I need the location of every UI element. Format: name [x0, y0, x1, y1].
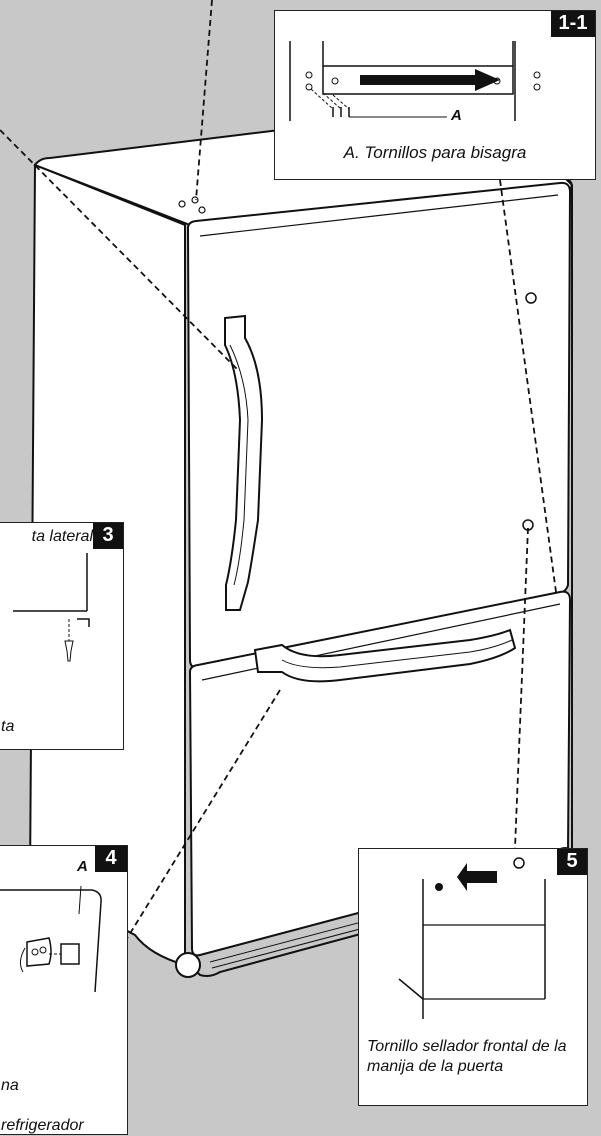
- upper-door-handle: [224, 314, 264, 611]
- end-cap-illustration: [0, 885, 102, 992]
- panel-3: ta lateral 3 ta: [0, 522, 124, 750]
- marker-a: A: [451, 107, 462, 124]
- panel-1-1: A 1-1 A. Tornillos para bisagra: [274, 10, 596, 180]
- step-badge: 1-1: [551, 11, 595, 37]
- step-badge: 3: [93, 523, 123, 549]
- hole-upper-1: [525, 292, 537, 304]
- freezer-drawer-handle: [253, 628, 517, 683]
- panel-caption-bottom: ta: [1, 718, 15, 735]
- sealing-screw-illustration: [398, 857, 546, 1019]
- screw-hole-filled: [435, 883, 443, 891]
- screw-hole-open: [513, 857, 525, 869]
- panel-4: A 4 na refrigerador: [0, 845, 128, 1135]
- step-badge: 5: [557, 849, 587, 875]
- hinge-illustration: [289, 41, 541, 121]
- step-badge: 4: [95, 846, 127, 872]
- marker-a: A: [77, 858, 88, 875]
- panel-caption: A. Tornillos para bisagra: [343, 143, 527, 162]
- panel-caption-line2: refrigerador: [1, 1117, 84, 1134]
- side-screw-illustration: [13, 553, 90, 662]
- panel-caption-line1: na: [1, 1077, 19, 1094]
- panel-5: 5 Tornillo sellador frontal de la manija…: [358, 848, 588, 1106]
- panel-caption: Tornillo sellador frontal de la manija d…: [367, 1038, 567, 1075]
- panel-caption-top: ta lateral: [31, 528, 93, 545]
